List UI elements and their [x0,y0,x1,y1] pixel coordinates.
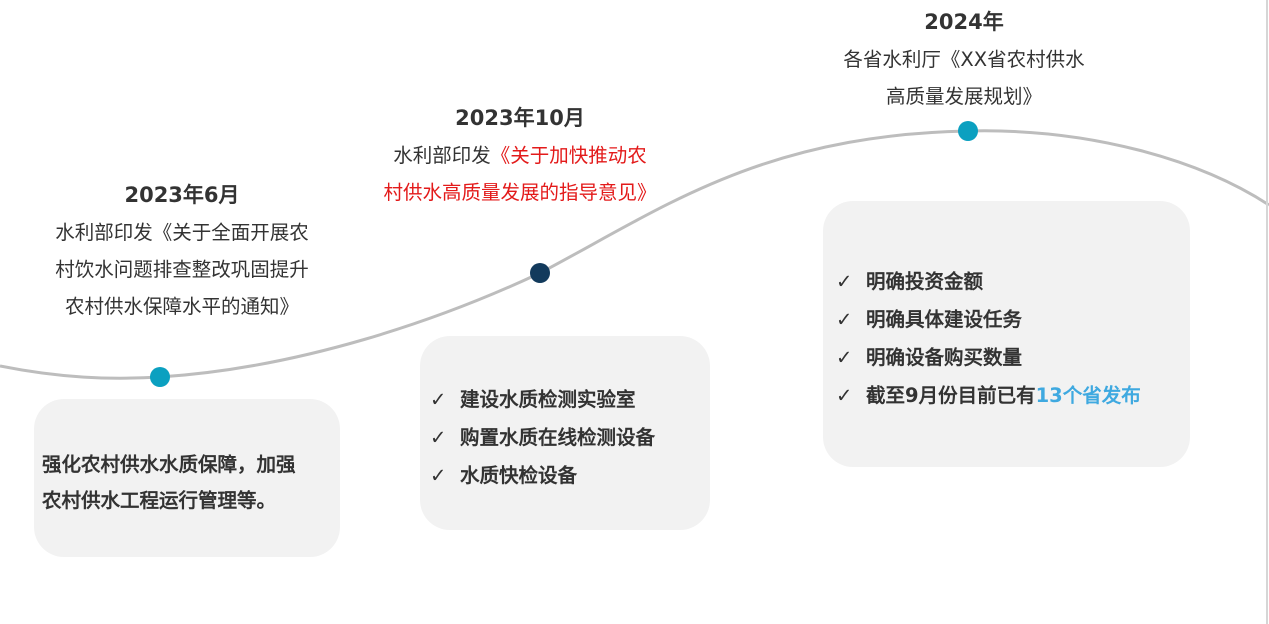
checklist-item-label: 截至9月份目前已有 [866,384,1036,407]
checklist-item: ✓ 建设水质检测实验室 [430,381,710,419]
check-icon: ✓ [836,384,853,407]
check-icon: ✓ [836,308,853,331]
milestone-desc-line: 高质量发展规划》 [885,85,1042,108]
detail-card-2024: ✓ 明确投资金额 ✓ 明确具体建设任务 ✓ 明确设备购买数量 ✓ 截至9月份目前已有13… [823,201,1190,467]
checklist-item-label: 明确设备购买数量 [866,346,1023,369]
milestone-date: 2023年10月 [455,106,585,130]
page-edge-divider [1266,0,1268,624]
milestone-description: 水利部印发《关于全面开展农 村饮水问题排查整改巩固提升 农村供水保障水平的通知》 [22,214,342,325]
milestone-desc-line: 水利部印发《关于加快推动农 [358,137,682,174]
milestone-desc-line: 农村供水保障水平的通知》 [64,295,299,318]
milestone-desc-line: 各省水利厅《XX省农村供水 [843,48,1085,71]
milestone-2023-06: 2023年6月 水利部印发《关于全面开展农 村饮水问题排查整改巩固提升 农村供水… [22,180,342,325]
checklist-item: ✓ 水质快检设备 [430,457,710,495]
milestone-description: 各省水利厅《XX省农村供水 高质量发展规划》 [812,41,1116,115]
checklist-item-label: 明确具体建设任务 [866,308,1023,331]
milestone-desc-line: 水利部印发《关于全面开展农 [55,221,309,244]
check-icon: ✓ [430,388,447,411]
checklist-item-label: 明确投资金额 [866,270,984,293]
card-text-line: 农村供水工程运行管理等。 [42,489,277,512]
milestone-dot-2023-10 [530,263,550,283]
checklist-item-highlight: 13个省发布 [1035,384,1141,407]
check-icon: ✓ [836,346,853,369]
detail-card-2023-10: ✓ 建设水质检测实验室 ✓ 购置水质在线检测设备 ✓ 水质快检设备 [420,336,710,530]
checklist-item: ✓ 明确设备购买数量 [836,339,1190,377]
checklist-item: ✓ 购置水质在线检测设备 [430,419,710,457]
card-checklist: ✓ 明确投资金额 ✓ 明确具体建设任务 ✓ 明确设备购买数量 ✓ 截至9月份目前已有13… [836,263,1190,415]
milestone-desc-prefix: 水利部印发 [393,144,491,167]
milestone-desc-line: 村饮水问题排查整改巩固提升 [55,258,309,281]
checklist-item-label: 购置水质在线检测设备 [460,426,656,449]
milestone-dot-2023-06 [150,367,170,387]
check-icon: ✓ [836,270,853,293]
checklist-item: ✓ 明确具体建设任务 [836,301,1190,339]
checklist-item: ✓ 明确投资金额 [836,263,1190,301]
milestone-desc-highlight: 《关于加快推动农 [490,144,647,167]
check-icon: ✓ [430,464,447,487]
card-text-line: 强化农村供水水质保障，加强 [42,453,296,476]
milestone-desc-line: 村供水高质量发展的指导意见》 [358,174,682,211]
checklist-item: ✓ 截至9月份目前已有13个省发布 [836,377,1190,415]
milestone-date: 2024年 [924,10,1004,34]
check-icon: ✓ [430,426,447,449]
milestone-description: 水利部印发《关于加快推动农 村供水高质量发展的指导意见》 [358,137,682,211]
checklist-item-label: 水质快检设备 [460,464,578,487]
milestone-desc-highlight: 村供水高质量发展的指导意见》 [383,181,657,204]
milestone-2024: 2024年 各省水利厅《XX省农村供水 高质量发展规划》 [812,7,1116,115]
detail-card-2023-06: 强化农村供水水质保障，加强 农村供水工程运行管理等。 [34,399,340,557]
checklist-item-label: 建设水质检测实验室 [460,388,636,411]
milestone-2023-10: 2023年10月 水利部印发《关于加快推动农 村供水高质量发展的指导意见》 [358,103,682,211]
milestone-date: 2023年6月 [124,183,240,207]
milestone-dot-2024 [958,121,978,141]
card-checklist: ✓ 建设水质检测实验室 ✓ 购置水质在线检测设备 ✓ 水质快检设备 [430,381,710,495]
